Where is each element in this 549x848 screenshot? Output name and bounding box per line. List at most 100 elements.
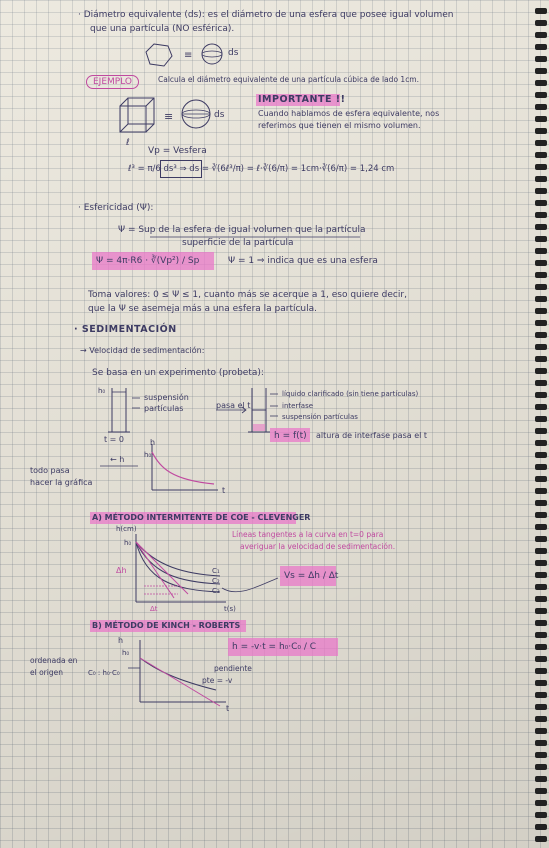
spiral-ring [535,644,547,650]
spiral-ring [535,320,547,326]
method-a-h0: h₀ [124,539,132,547]
sedimentation-velocity: → Velocidad de sedimentación: [80,346,205,355]
h-equals-f-t: h = f(t) [274,431,307,441]
spiral-ring [535,788,547,794]
spiral-ring [535,620,547,626]
spiral-ring [535,212,547,218]
cube-side-label: ℓ [126,138,130,148]
vs-formula-highlight [280,566,336,586]
spiral-ring [535,200,547,206]
important-title: IMPORTANTE !! [258,94,346,105]
sphericity-title: · Esfericidad (Ψ): [78,203,154,213]
tangent-note-line-1: Líneas tangentes a la curva en t=0 para [232,530,384,539]
sphere-ds-label: ds [214,110,225,120]
spiral-ring [535,284,547,290]
symbol-ds: ds [228,48,239,58]
spiral-ring [535,140,547,146]
spiral-ring [535,764,547,770]
spiral-ring [535,572,547,578]
definition-line-2: que una partícula (NO esférica). [90,24,235,34]
sphericity-definition-numerator: Ψ = Sup de la esfera de igual volumen qu… [118,225,366,235]
graph-t-label: t [222,486,226,495]
clarified-liquid: líquido clarificado (sin tiene partícula… [282,390,419,398]
spiral-ring [535,512,547,518]
spiral-ring [535,332,547,338]
spiral-ring [535,68,547,74]
method-b-highlight [90,620,246,632]
probeta-particles: partículas [144,404,184,413]
cube-and-sphere-sketch: ≡ [119,97,211,133]
spiral-ring [535,224,547,230]
definition-line-1: · Diámetro equivalente (ds): es el diáme… [78,10,454,20]
spiral-ring [535,236,547,242]
spiral-ring [535,668,547,674]
spiral-ring [535,392,547,398]
spiral-ring [535,836,547,842]
spiral-ring [535,596,547,602]
spiral-ring [535,356,547,362]
result-box [160,160,202,178]
spiral-binding [533,0,547,848]
method-b-t: t [226,704,230,713]
sphericity-definition-denominator: superficie de la partícula [182,238,294,248]
spiral-ring [535,752,547,758]
spiral-ring [535,488,547,494]
sedimentation-title: · SEDIMENTACIÓN [74,324,177,335]
sphericity-formula: Ψ = 4π·R6 · ∛(Vp²) / Sp [96,256,200,266]
sphericity-range-line-2: que la Ψ se asemeja más a una esfera la … [88,304,318,314]
intercept-value: C₀ : h₀·C₀ [88,669,120,677]
delta-h-label: Δh [116,566,127,575]
method-b-h0: h₀ [122,649,130,657]
spiral-ring [535,812,547,818]
method-b-title: B) MÉTODO DE KINCH - ROBERTS [92,621,241,630]
coe-clevenger-graph [135,534,279,603]
spiral-ring [535,20,547,26]
spiral-ring [535,524,547,530]
spiral-ring [535,776,547,782]
t-zero-label: t = 0 [104,435,125,444]
curve-c2: C₂ [212,577,220,585]
probeta-sketch [108,388,278,433]
spiral-ring [535,584,547,590]
example-label: EJEMPLO [86,75,139,89]
passes-time: pasa el t [216,401,251,410]
spiral-ring [535,656,547,662]
spiral-ring [535,176,547,182]
probeta-h0: h₀ [98,387,106,395]
spiral-ring [535,152,547,158]
sphericity-formula-highlight [92,252,214,270]
all-pass-line-2: hacer la gráfica [30,478,93,487]
intercept-note-1: ordenada en [30,656,78,665]
spiral-ring [535,740,547,746]
spiral-ring [535,680,547,686]
spiral-ring [535,728,547,734]
spiral-ring [535,800,547,806]
important-highlight [256,94,340,106]
curve-c1: C₁ [212,567,220,575]
axis-t-s: t(s) [224,605,236,613]
slope-label: pendiente [214,664,252,673]
spiral-ring [535,8,547,14]
svg-text:≡: ≡ [184,50,192,61]
graph-h0-label: h₀ [144,451,152,459]
particle-suspension: suspensión partículas [282,413,358,421]
method-b-formula: h = -v·t = h₀·C₀ / C [232,642,317,652]
interface: interfase [282,402,314,410]
blob-to-sphere-sketch: ≡ [145,43,223,67]
kinch-roberts-graph [128,640,226,707]
tangent-note-line-2: averiguar la velocidad de sedimentación. [240,542,396,551]
spiral-ring [535,308,547,314]
h-of-t-highlight [270,428,310,442]
vs-formula: Vs = Δh / Δt [284,571,339,581]
spiral-ring [535,248,547,254]
spiral-ring [535,440,547,446]
delta-t-label: Δt [150,605,158,613]
spiral-ring [535,56,547,62]
spiral-ring [535,428,547,434]
spiral-ring [535,260,547,266]
spiral-ring [535,128,547,134]
spiral-ring [535,632,547,638]
spiral-ring [535,704,547,710]
spiral-ring [535,92,547,98]
all-pass-line-1: todo pasa [30,466,70,475]
